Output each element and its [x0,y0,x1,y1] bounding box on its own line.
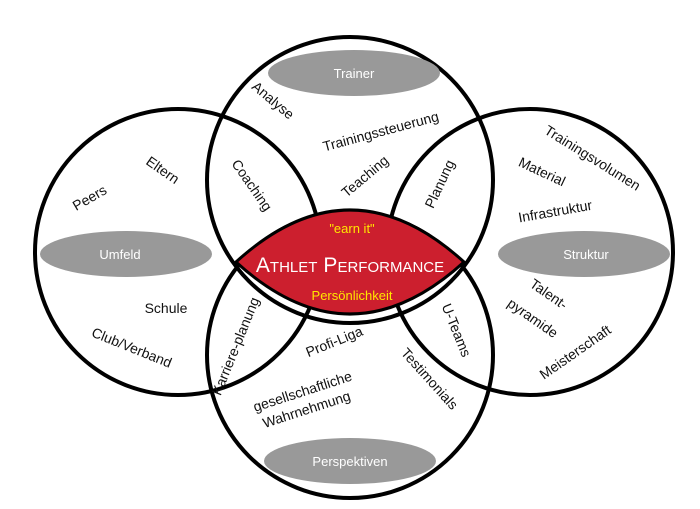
center-lens [233,208,467,316]
pill-perspektiven [264,438,436,484]
circle-trainer [205,35,495,325]
pill-trainer [268,50,440,96]
label-material: Material [516,154,568,190]
pill-umfeld-label: Umfeld [99,247,140,262]
label-teaching: Teaching [338,152,391,200]
label-u-teams: U-Teams [439,301,475,359]
label-coaching: Coaching [229,156,276,214]
label-infrastruktur: Infrastruktur [517,197,594,226]
center-subtitle: Persönlichkeit [312,288,393,303]
pill-struktur [498,231,670,277]
label-profi-liga: Profi-Liga [303,323,365,360]
label-trainingssteuerung: Trainingssteuerung [321,108,440,154]
label-planung: Planung [421,157,457,210]
pill-umfeld [40,231,212,277]
pill-struktur-label: Struktur [563,247,609,262]
label-eltern: Eltern [143,153,182,187]
label-club-verband: Club/Verband [90,324,175,371]
label-talent: Talent- [527,275,571,312]
pill-perspektiven-label: Perspektiven [312,454,387,469]
label-schule: Schule [145,300,188,316]
center-tagline: "earn it" [329,221,375,236]
label-peers: Peers [70,182,110,214]
pill-trainer-label: Trainer [334,66,375,81]
